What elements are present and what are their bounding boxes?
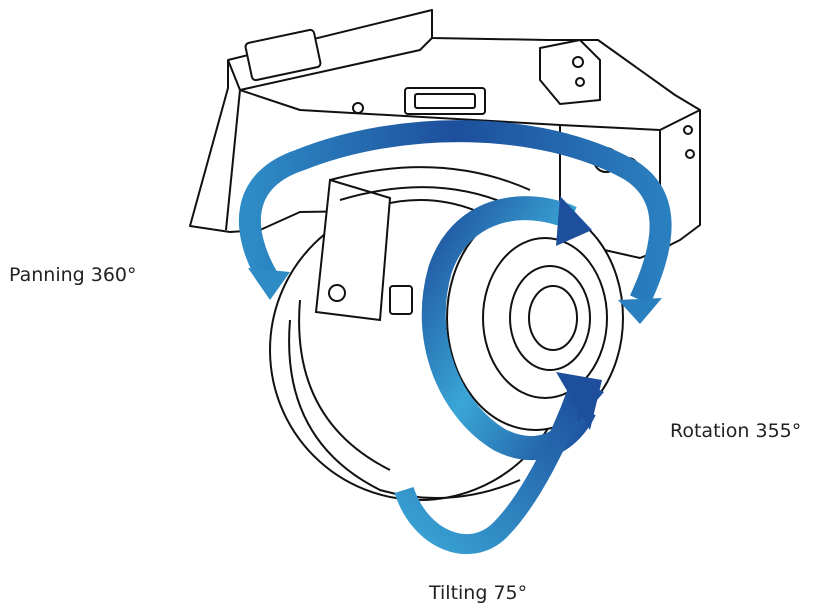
camera-lens [446,205,624,431]
tilting-label: Tilting 75° [429,582,528,604]
tilting-arrow-icon [394,372,602,555]
panning-label: Panning 360° [9,264,137,286]
panning-arrow-icon [238,120,672,324]
rotation-label: Rotation 355° [670,420,802,442]
